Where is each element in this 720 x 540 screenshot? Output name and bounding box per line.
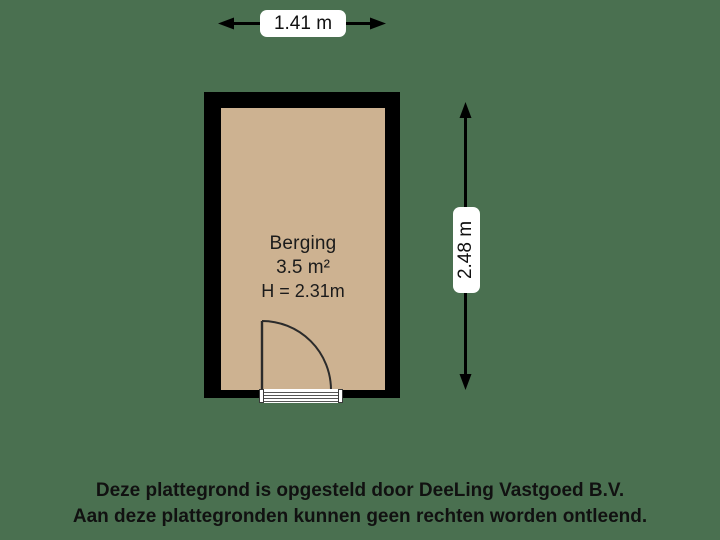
height-dimension-value: 2.48 m (455, 220, 477, 280)
width-dimension-label: 1.41 m (260, 10, 346, 37)
footer-line-1: Deze plattegrond is opgesteld door DeeLi… (95, 480, 625, 501)
door-threshold (259, 389, 343, 403)
door-swing (221, 108, 385, 390)
footer-disclaimer: Deze plattegrond is opgesteld door DeeLi… (0, 478, 720, 529)
width-dimension-value: 1.41 m (273, 12, 333, 34)
door-swing-arc-icon (260, 320, 332, 390)
room-floor-berging (221, 108, 385, 390)
footer-line-2: Aan deze plattegronden kunnen geen recht… (72, 505, 648, 527)
height-dimension-label: 2.48 m (453, 207, 480, 293)
